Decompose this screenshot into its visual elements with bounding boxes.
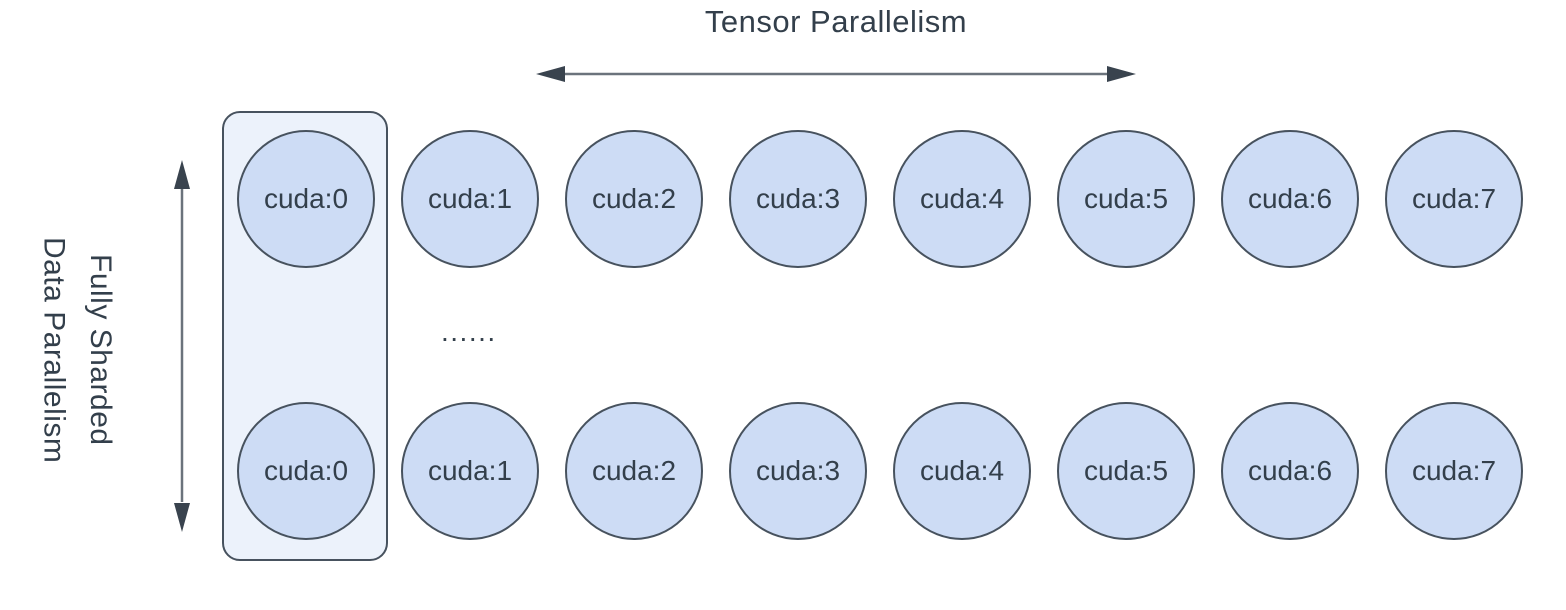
gpu-node-top-7: cuda:7 xyxy=(1385,130,1523,268)
gpu-node-bottom-3: cuda:3 xyxy=(729,402,867,540)
tensor-parallelism-arrow-icon xyxy=(536,66,1136,82)
tensor-parallelism-title: Tensor Parallelism xyxy=(704,4,968,39)
gpu-node-bottom-0: cuda:0 xyxy=(237,402,375,540)
gpu-node-top-1: cuda:1 xyxy=(401,130,539,268)
fsdp-arrow-icon xyxy=(174,160,190,532)
fsdp-label-line-2: Data Parallelism xyxy=(37,236,71,464)
fsdp-label-line-1: Fully Sharded xyxy=(84,254,117,446)
gpu-node-bottom-2: cuda:2 xyxy=(565,402,703,540)
gpu-node-top-6: cuda:6 xyxy=(1221,130,1359,268)
gpu-node-top-0: cuda:0 xyxy=(237,130,375,268)
fsdp-label: Fully Sharded Data Parallelism xyxy=(30,200,123,500)
gpu-node-bottom-6: cuda:6 xyxy=(1221,402,1359,540)
gpu-node-bottom-4: cuda:4 xyxy=(893,402,1031,540)
gpu-node-bottom-1: cuda:1 xyxy=(401,402,539,540)
gpu-node-bottom-7: cuda:7 xyxy=(1385,402,1523,540)
row-ellipsis: ...... xyxy=(441,316,497,347)
gpu-node-top-3: cuda:3 xyxy=(729,130,867,268)
gpu-node-top-2: cuda:2 xyxy=(565,130,703,268)
gpu-node-top-4: cuda:4 xyxy=(893,130,1031,268)
gpu-node-bottom-5: cuda:5 xyxy=(1057,402,1195,540)
gpu-node-top-5: cuda:5 xyxy=(1057,130,1195,268)
